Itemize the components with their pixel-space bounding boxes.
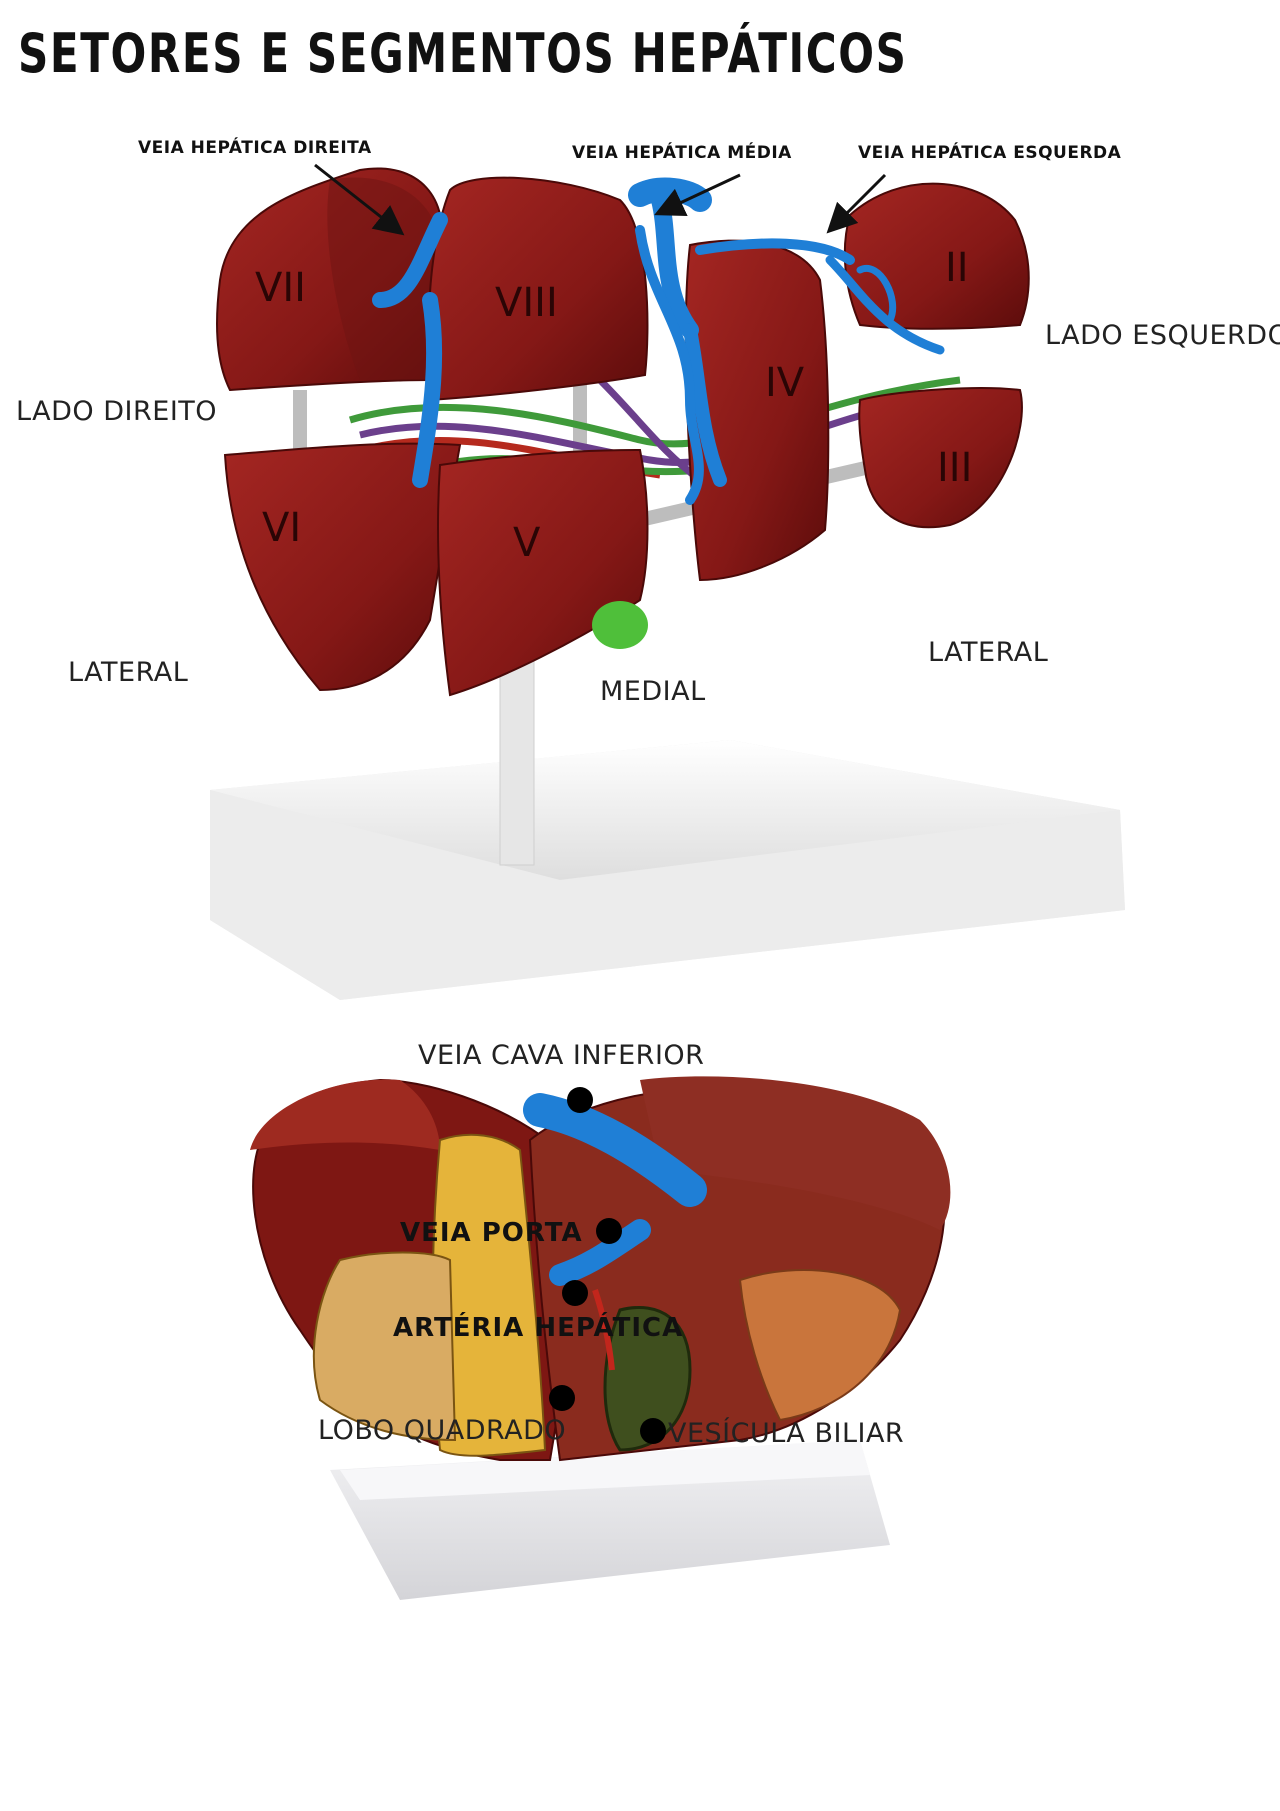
segment-label-viii: VIII [495,280,558,326]
segment-label-iv: IV [765,360,805,406]
segment-iii [858,387,1023,529]
bottom-stand [330,1440,890,1600]
model-stand [210,659,1125,1000]
hepatic-veins-blue [372,177,945,505]
segment-v [437,448,649,697]
label-gallbladder: VESÍCULA BILIAR [668,1418,905,1449]
segment-label-v: V [513,520,541,566]
label-right-hepatic-vein: VEIA HEPÁTICA DIREITA [138,138,372,158]
segment-label-ii: II [945,245,969,291]
segment-label-vii: VII [255,265,306,311]
label-inferior-vena-cava: VEIA CAVA INFERIOR [418,1040,705,1071]
label-hepatic-artery: ARTÉRIA HEPÁTICA [393,1313,684,1343]
segment-label-vi: VI [262,505,302,551]
segment-vi [223,442,462,692]
label-left-side: LADO ESQUERDO [1045,320,1280,351]
page-title: SETORES E SEGMENTOS HEPÁTICOS [18,22,908,85]
label-lateral-right: LATERAL [68,657,189,688]
label-arrows [314,163,887,236]
label-middle-hepatic-vein: VEIA HEPÁTICA MÉDIA [572,143,792,163]
label-left-hepatic-vein: VEIA HEPÁTICA ESQUERDA [858,143,1122,163]
label-right-side: LADO DIREITO [16,396,218,427]
segment-iv [684,239,830,582]
label-medial: MEDIAL [600,676,706,707]
label-quadrate-lobe: LOBO QUADRADO [318,1415,567,1446]
label-portal-vein: VEIA PORTA [400,1218,583,1248]
segment-label-iii: III [937,445,973,491]
gallbladder-small [592,601,648,649]
liver-cross-section-model [250,1076,951,1462]
label-lateral-left: LATERAL [928,637,1049,668]
